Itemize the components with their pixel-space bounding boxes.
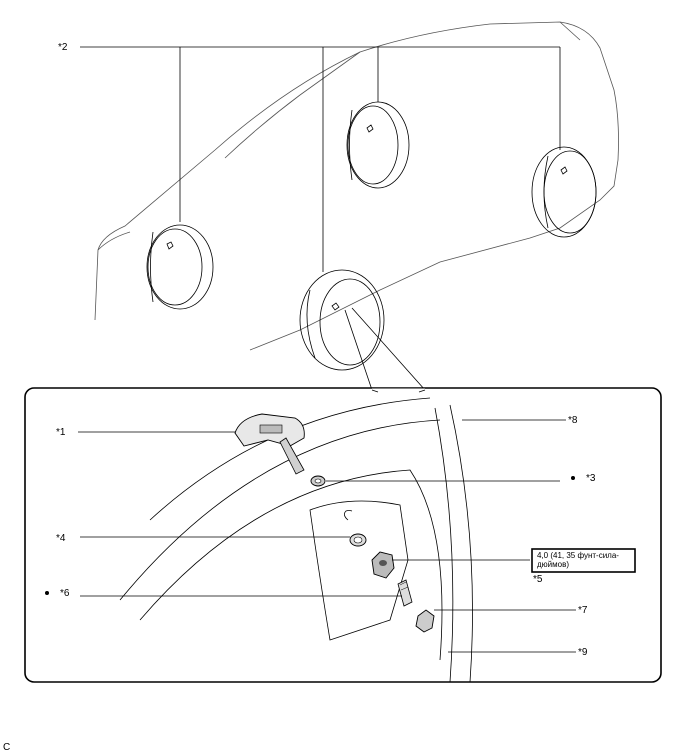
wheel-right	[531, 146, 597, 238]
vehicle-outline	[94, 21, 619, 351]
grommet	[310, 475, 326, 487]
callout-label-3: *3	[586, 473, 596, 484]
wheel-front-left	[299, 269, 385, 371]
callout-2-leaders	[80, 46, 561, 272]
figure-code: C	[3, 742, 10, 753]
valve-core	[397, 579, 413, 607]
wheel-upper-middle	[346, 101, 410, 189]
callout-label-9: *9	[578, 647, 588, 658]
non-reusable-dot-6	[45, 591, 49, 595]
callout-label-5: *5	[533, 574, 543, 585]
detail-box	[24, 387, 662, 683]
torque-line-1: 4,0 (41, 35 фунт-сила-	[537, 551, 619, 560]
detail-tire-rim	[119, 397, 473, 683]
callout-label-1: *1	[56, 427, 66, 438]
non-reusable-dot-3	[571, 476, 575, 480]
callout-label-8: *8	[568, 415, 578, 426]
tpms-sensor	[234, 413, 305, 475]
callout-label-7: *7	[578, 605, 588, 616]
magnify-pointer	[344, 307, 426, 391]
callout-label-2: *2	[58, 42, 68, 53]
washer	[349, 533, 367, 547]
callout-label-6: *6	[60, 588, 70, 599]
valve-cap	[415, 609, 435, 633]
callout-label-4: *4	[56, 533, 66, 544]
torque-line-2: дюймов)	[537, 560, 569, 569]
valve-nut	[371, 551, 395, 579]
wheel-rear-left	[146, 224, 214, 310]
torque-box	[531, 548, 636, 573]
